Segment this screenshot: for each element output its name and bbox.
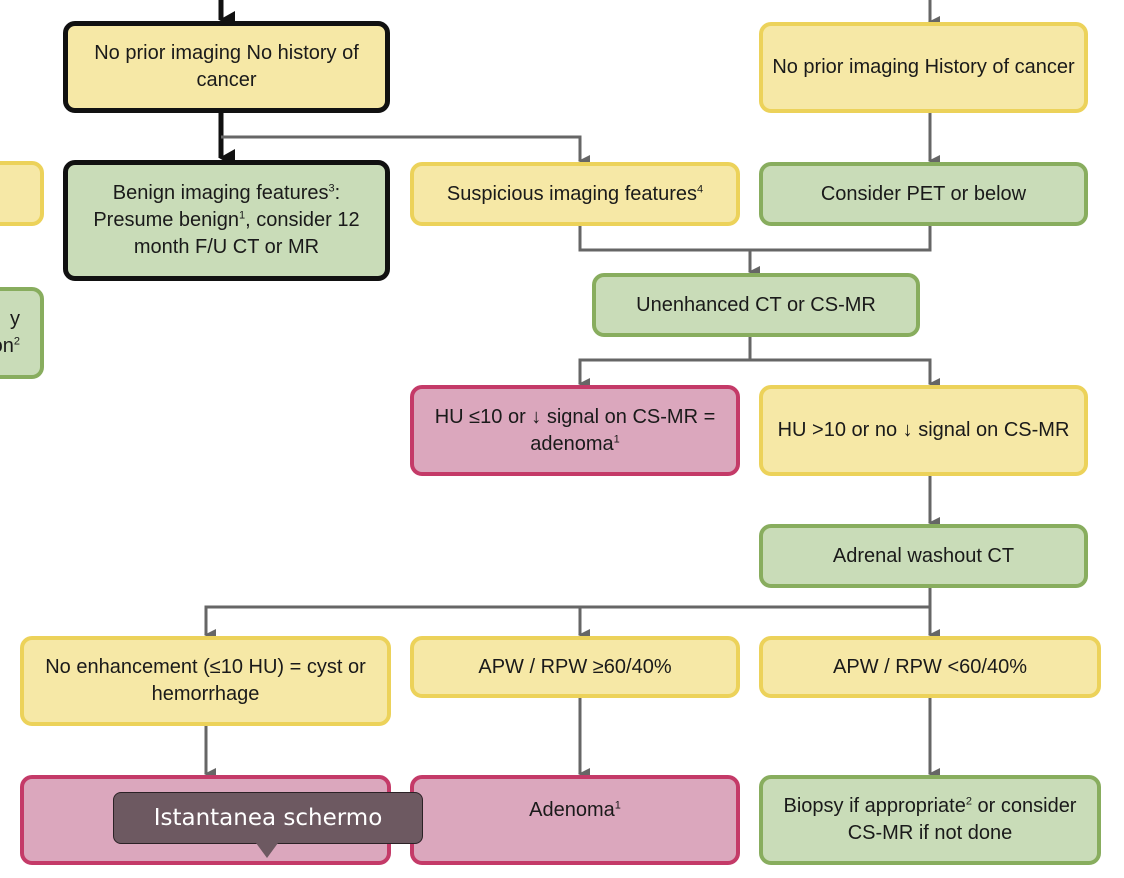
node-text-line: No prior imaging: [94, 42, 241, 64]
node-text-line: month F/U CT or MR: [133, 236, 320, 258]
node-apw-lt: APW / RPW <60/40%: [759, 636, 1101, 698]
node-adrenal-washout-ct: Adrenal washout CT: [759, 524, 1088, 588]
node-text-line: CS-MR: [1003, 419, 1070, 441]
node-no-prior-no-cancer: No prior imaging No history of cancer: [63, 21, 390, 113]
node-text-line: consider CS-MR if not done: [847, 795, 1077, 844]
node-text-line: No enhancement (≤10 HU): [45, 656, 285, 678]
node-hu-gt10: HU >10 or no ↓ signal on CS-MR: [759, 385, 1088, 476]
node-consider-pet: Consider PET or below: [759, 162, 1088, 226]
partial-left-yellow-box: [0, 161, 44, 226]
connector-to-hu-le10: [578, 358, 750, 390]
node-text-line: HU >10 or no ↓ signal on: [777, 419, 999, 441]
node-biopsy: Biopsy if appropriate2 or consider CS-MR…: [759, 775, 1101, 865]
node-suspicious-features: Suspicious imaging features4: [410, 162, 740, 226]
footnote-sup: 1: [614, 799, 621, 812]
node-text-line: Consider PET or below: [820, 182, 1027, 205]
node-text-line: Adenoma: [529, 799, 615, 821]
node-benign-features: Benign imaging features3: Presume benign…: [63, 160, 390, 281]
tooltip-label: Istantanea schermo: [153, 805, 383, 831]
node-text-line: Benign imaging features: [112, 182, 329, 204]
node-text-line: Adrenal washout CT: [832, 544, 1015, 567]
node-text-line: HU ≤10 or ↓ signal on: [434, 405, 627, 428]
partial-left-green-box: y on2: [0, 287, 44, 379]
connector-to-suspicious: [221, 135, 590, 167]
node-text-line: APW / RPW ≥60/40%: [478, 655, 672, 678]
footnote-sup: 1: [613, 432, 620, 445]
node-text-line: No prior imaging: [772, 56, 920, 78]
node-adenoma: Adenoma1: [410, 775, 740, 865]
node-apw-ge: APW / RPW ≥60/40%: [410, 636, 740, 698]
node-unenhanced-ct: Unenhanced CT or CS-MR: [592, 273, 920, 337]
screenshot-tooltip[interactable]: Istantanea schermo: [113, 792, 423, 844]
connector-merge-left: [578, 225, 932, 252]
node-text-line: Unenhanced CT or CS-MR: [636, 293, 876, 316]
node-text-line: No history of cancer: [196, 42, 359, 91]
node-text-line: History of cancer: [924, 56, 1075, 78]
footnote-sup: 4: [697, 182, 704, 195]
node-text-line: = cyst or hemorrhage: [151, 656, 366, 705]
node-no-enhancement: No enhancement (≤10 HU) = cyst or hemorr…: [20, 636, 391, 726]
node-text-line: Suspicious imaging features: [446, 182, 697, 205]
partial-left-line2: on: [0, 335, 14, 357]
footnote-sup: 2: [965, 795, 972, 808]
connector-to-hu-gt10: [750, 358, 940, 390]
partial-left-line1: y: [10, 308, 20, 330]
node-text-line: Presume benign: [93, 209, 239, 231]
footnote-sup: 3: [328, 182, 335, 195]
node-text-line: CS-MR = adenoma: [530, 405, 716, 455]
connector-to-no-enhancement: [204, 605, 930, 641]
node-text-suffix: or: [971, 795, 996, 817]
node-text-line: Biopsy if appropriate: [783, 795, 966, 817]
tooltip-pointer: [256, 843, 278, 858]
partial-left-sup: 2: [13, 335, 20, 348]
footnote-sup: 1: [239, 209, 246, 222]
node-text-line: APW / RPW <60/40%: [833, 655, 1027, 678]
node-text-suffix: , consider 12: [245, 209, 360, 231]
node-text-suffix: :: [334, 182, 341, 204]
node-hu-le10-adenoma: HU ≤10 or ↓ signal on CS-MR = adenoma1: [410, 385, 740, 476]
node-no-prior-cancer: No prior imaging History of cancer: [759, 22, 1088, 113]
